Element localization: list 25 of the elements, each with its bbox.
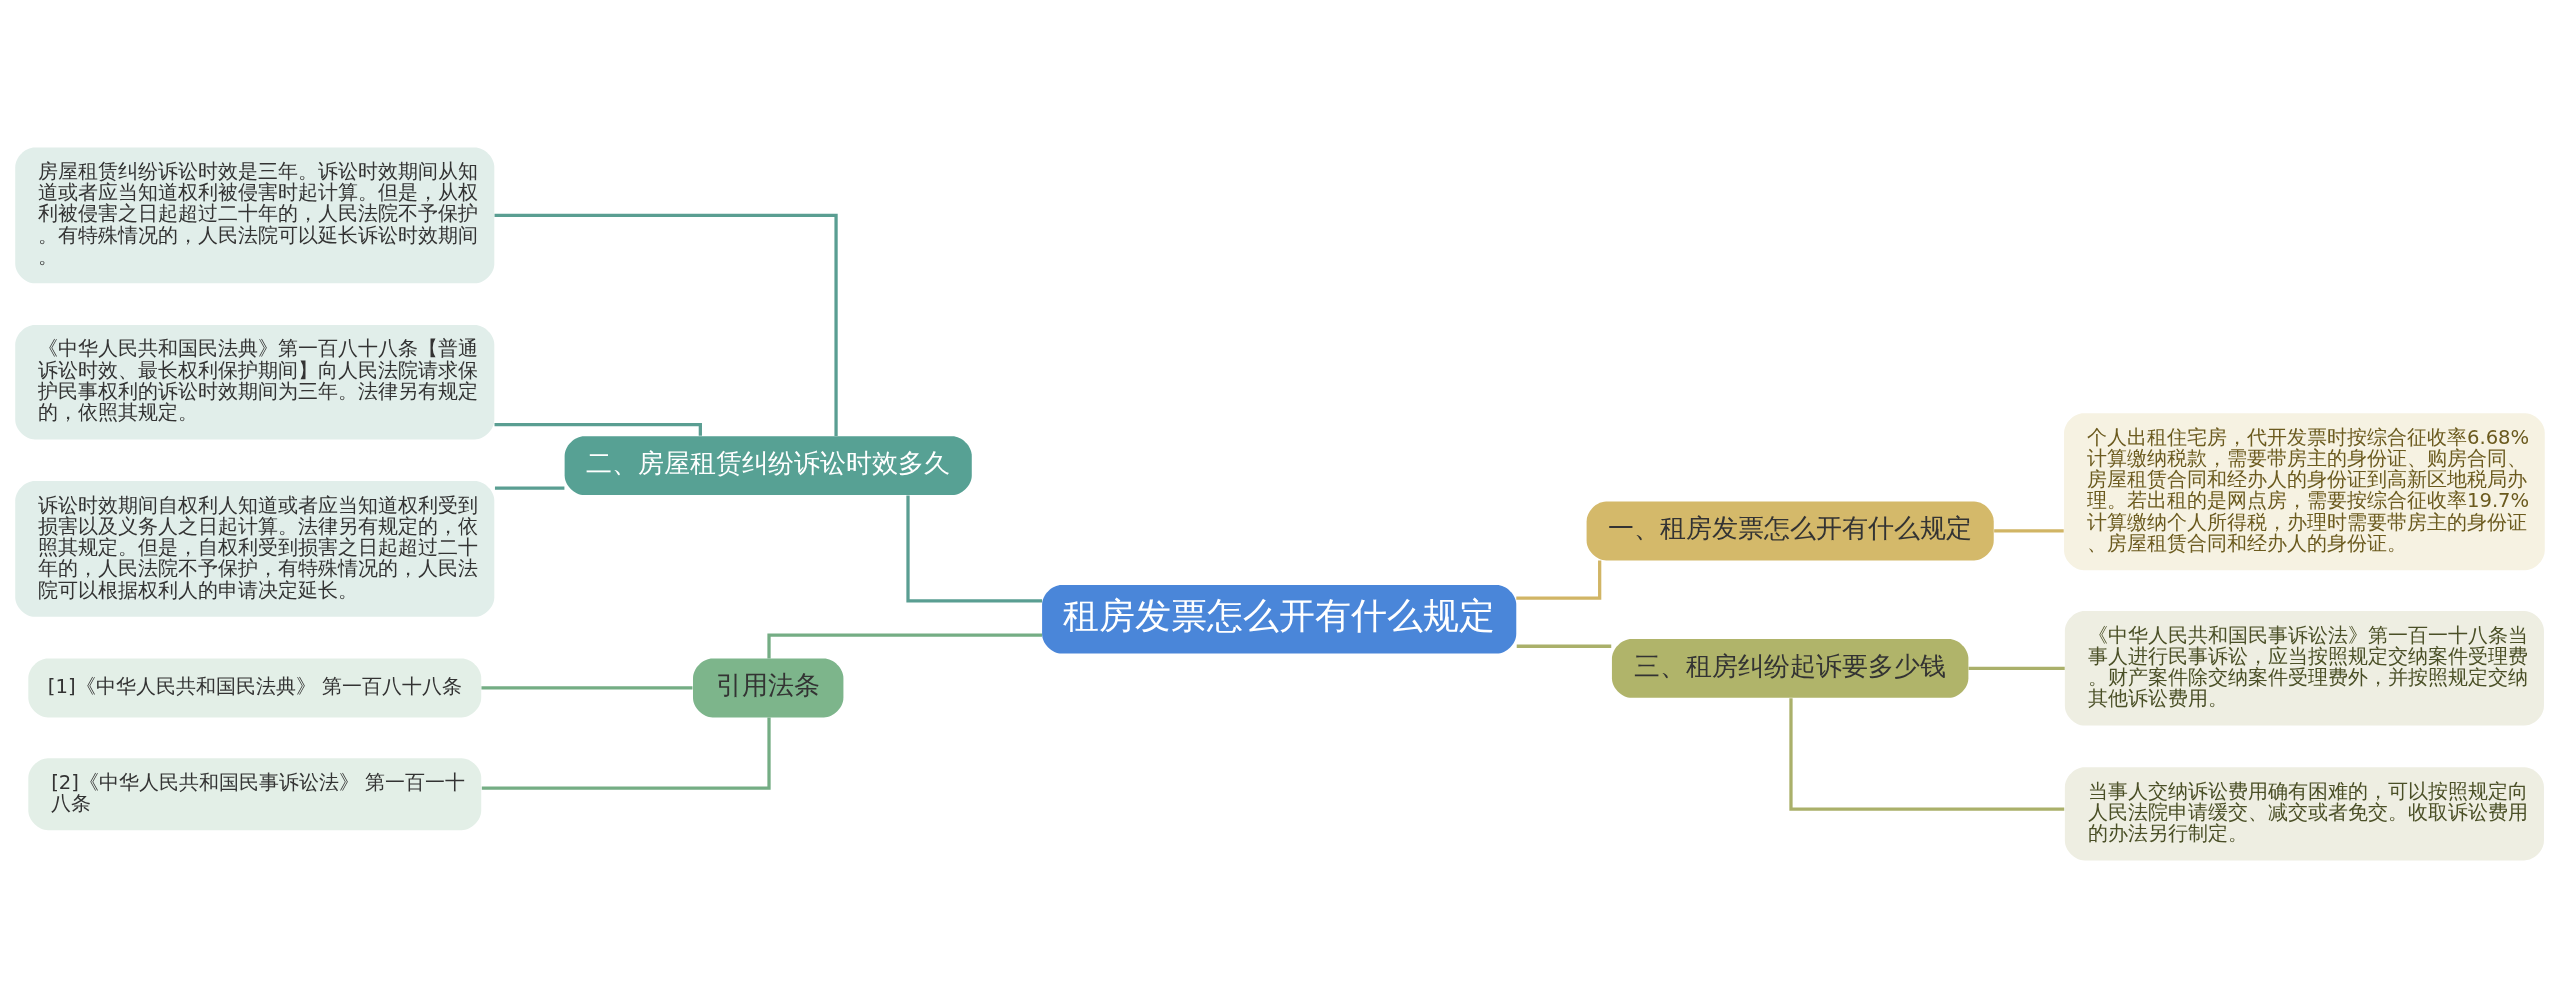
connector (494, 423, 702, 436)
node-box: 房屋租赁纠纷诉讼时效是三年。诉讼时效期间从知道或者应当知道权利被侵害时起计算。但是，从权利被侵害之日起超过二十年的，人民法院不予保护。有特殊情况的，人民法院可以延长诉讼时效期间。 (15, 147, 495, 284)
node-box: 当事人交纳诉讼费用确有困难的，可以按照规定向人民法院申请缓交、减交或者免交。收取诉讼费用的办法另行制定。 (2064, 767, 2544, 861)
node-box: 租房发票怎么开有什么规定 (1042, 584, 1517, 654)
node-box: 诉讼时效期间自权利人知道或者应当知道权利受到损害以及义务人之日起计算。法律另有规定的，依照其规定。但是，自权利受到损害之日起超过二十年的，人民法院不予保护，有特殊情况的，人民法院可以根据权利人的申请决定延长。 (15, 481, 495, 617)
connector (767, 633, 1042, 659)
connector (1968, 666, 2065, 670)
connector (481, 686, 693, 690)
node-box: 引用法条 (693, 658, 844, 718)
connector (906, 495, 1042, 603)
connector (481, 717, 771, 790)
connector (494, 486, 565, 490)
node-box: 一、租房发票怎么开有什么规定 (1586, 501, 1994, 561)
node-box: 《中华人民共和国民法典》第一百八十八条【普通诉讼时效、最长权利保护期间】向人民法院请求保护民事权利的诉讼时效期间为三年。法律另有规定的，依照其规定。 (15, 324, 495, 440)
node-box: [2]《中华人民共和国民事诉讼法》 第一百一十八条 (28, 758, 482, 831)
connector (1516, 560, 1602, 600)
connector (1516, 644, 1612, 648)
connector (494, 213, 838, 436)
node-box: 二、房屋租赁纠纷诉讼时效多久 (564, 436, 972, 495)
node-box: 《中华人民共和国民事诉讼法》第一百一十八条当事人进行民事诉讼，应当按照规定交纳案件受理费。财产案件除交纳案件受理费外，并按照规定交纳其他诉讼费用。 (2064, 611, 2544, 726)
connector (1789, 698, 2065, 811)
node-box: 三、租房纠纷起诉要多少钱 (1611, 638, 1969, 698)
node-box: 个人出租住宅房，代开发票时按综合征收率6.68%计算缴纳税款，需要带房主的身份证、购房合同、房屋租赁合同和经办人的身份证到高新区地税局办理。若出租的是网点房，需要按综合征收率19.7%计算缴纳个人所得税，办理时需要带房主的身份证、房屋租赁合同和经办人的身份证。 (2064, 413, 2545, 571)
connector (1994, 529, 2064, 533)
node-box: [1]《中华人民共和国民法典》 第一百八十八条 (28, 658, 482, 718)
